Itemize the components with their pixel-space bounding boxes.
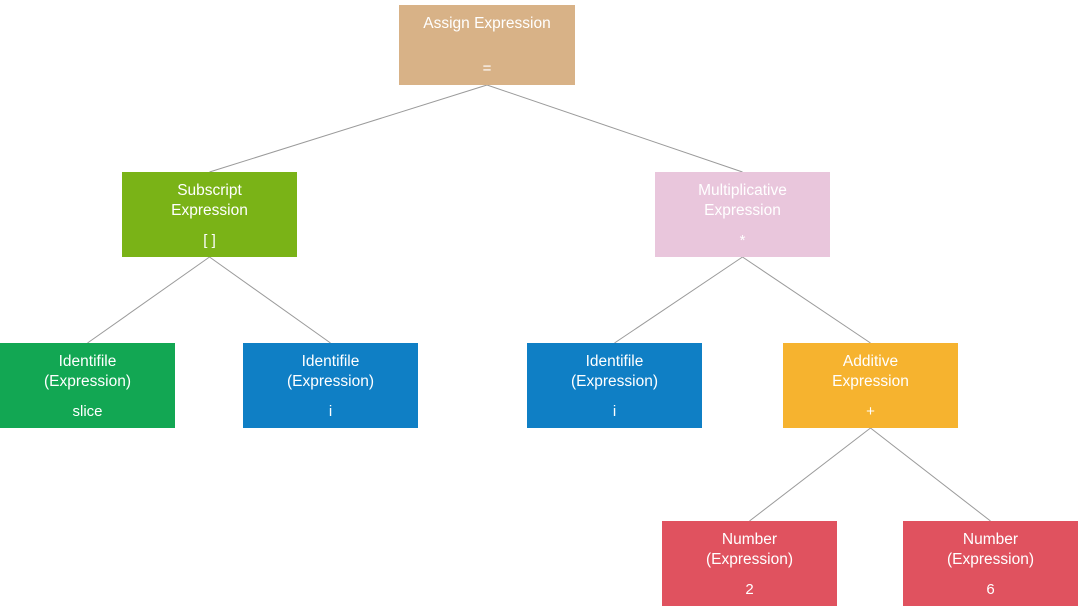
tree-node-number-2: Number (Expression) 2 xyxy=(662,521,837,606)
tree-edge-assign-expression-to-multiplicative-expression xyxy=(486,84,743,173)
node-value: 2 xyxy=(745,581,754,598)
node-label: Identifile (Expression) xyxy=(571,353,658,390)
tree-node-assign-expression: Assign Expression = xyxy=(399,5,575,85)
tree-node-identifile-i-right: Identifile (Expression) i xyxy=(527,343,702,428)
node-value: = xyxy=(482,60,492,77)
node-label: Identifile (Expression) xyxy=(287,353,374,390)
tree-node-number-6: Number (Expression) 6 xyxy=(903,521,1078,606)
node-value: slice xyxy=(72,403,103,420)
node-value: i xyxy=(328,403,333,420)
node-label: Multiplicative Expression xyxy=(698,182,787,219)
tree-node-identifile-i-left: Identifile (Expression) i xyxy=(243,343,418,428)
node-label: Number (Expression) xyxy=(947,531,1034,568)
node-label: Subscript Expression xyxy=(171,182,248,219)
node-label: Assign Expression xyxy=(423,15,551,32)
tree-edge-additive-expression-to-number-6 xyxy=(870,427,991,522)
tree-edge-additive-expression-to-number-2 xyxy=(749,427,871,522)
tree-edge-subscript-expression-to-identifile-slice xyxy=(87,256,210,344)
tree-node-additive-expression: Additive Expression + xyxy=(783,343,958,428)
tree-edge-subscript-expression-to-identifile-i-left xyxy=(209,256,331,344)
node-value: i xyxy=(612,403,617,420)
node-label: Additive Expression xyxy=(832,353,909,390)
tree-node-subscript-expression: Subscript Expression [ ] xyxy=(122,172,297,257)
node-value: 6 xyxy=(986,581,995,598)
tree-edge-multiplicative-expression-to-additive-expression xyxy=(742,256,871,344)
node-label: Number (Expression) xyxy=(706,531,793,568)
tree-node-multiplicative-expression: Multiplicative Expression * xyxy=(655,172,830,257)
node-value: [ ] xyxy=(203,232,216,249)
tree-edge-assign-expression-to-subscript-expression xyxy=(209,84,488,173)
node-label: Identifile (Expression) xyxy=(44,353,131,390)
node-value: + xyxy=(866,403,875,420)
tree-edge-multiplicative-expression-to-identifile-i-right xyxy=(614,256,743,344)
tree-node-identifile-slice: Identifile (Expression) slice xyxy=(0,343,175,428)
node-value: * xyxy=(739,232,746,249)
